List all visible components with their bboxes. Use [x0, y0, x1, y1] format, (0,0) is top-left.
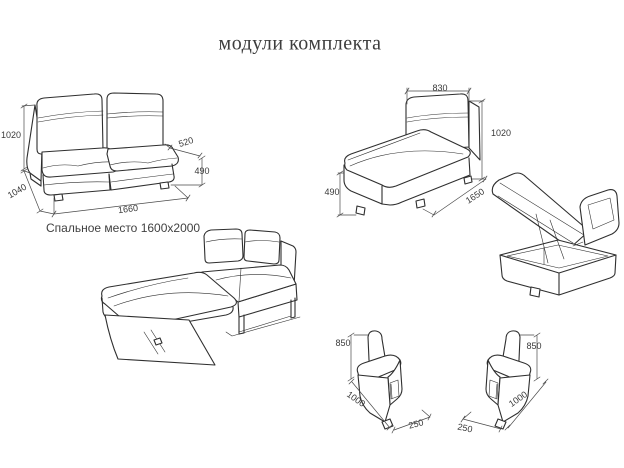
- chaise-dimension-lines: [336, 87, 488, 218]
- dim-sofa-seat-height: 490: [194, 166, 210, 176]
- armrests-linework: [347, 330, 549, 434]
- armrest-left-shape: [356, 330, 403, 430]
- storage-chaise-shape: [491, 172, 620, 298]
- sofa-bed-linework: [100, 228, 301, 366]
- storage-chaise-linework: [491, 172, 620, 298]
- page-title: модули комплекта: [218, 32, 382, 55]
- storage-chaise-open-drawing: [485, 172, 624, 299]
- dim-chaise-height: 1020: [490, 128, 512, 138]
- dim-sofa-height: 1020: [0, 130, 22, 140]
- armrest-pair-drawing: [333, 326, 555, 444]
- dim-armrest-right-height: 850: [526, 341, 542, 351]
- sofa-bed-unfolded-drawing: [88, 228, 320, 376]
- sofa-shape: [26, 92, 179, 202]
- sofa-dimension-lines: [20, 103, 206, 218]
- dim-armrest-left-height: 850: [335, 338, 351, 348]
- sofa-two-seater-drawing: [10, 78, 225, 228]
- armrest-right-shape: [485, 330, 532, 430]
- chaise-shape: [343, 93, 481, 216]
- armrest-dimension-lines: [347, 332, 549, 434]
- sleeping-area-caption: Спальное место 1600x2000: [46, 221, 201, 235]
- dim-chaise-back-width: 830: [432, 83, 448, 93]
- sofa-bed-shape: [100, 228, 301, 366]
- chaise-linework: [336, 87, 488, 218]
- dim-chaise-seat-height: 490: [324, 187, 340, 197]
- sofa-two-seater-linework: [20, 92, 206, 218]
- chaise-module-drawing: [330, 78, 498, 230]
